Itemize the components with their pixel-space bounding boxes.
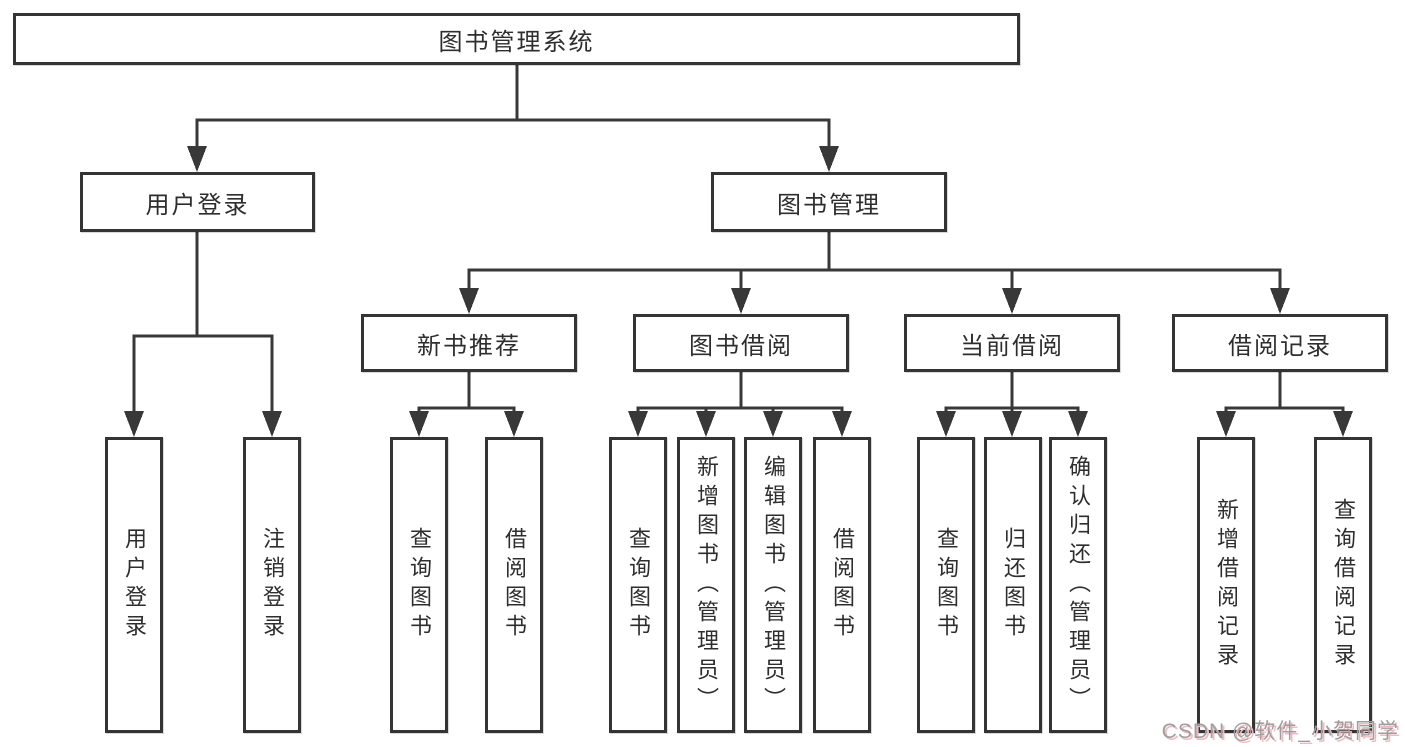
node-borrow-records: 借阅记录 <box>1172 314 1388 372</box>
node-book-management-label: 图书管理 <box>777 191 881 219</box>
node-new-book-recommend-label: 新书推荐 <box>417 332 521 360</box>
arrowhead <box>1002 288 1022 314</box>
arrowhead <box>819 146 839 172</box>
leaf-query-borrow-record: 查询借阅记录 <box>1314 437 1372 733</box>
leaf-return-books-label: 归还图书 <box>1001 527 1026 643</box>
arrowhead <box>1216 411 1236 437</box>
arrowhead <box>832 411 852 437</box>
leaf-edit-books-admin: 编辑图书（管理员） <box>744 437 802 733</box>
leaf-user-login: 用户登录 <box>105 437 163 733</box>
leaf-query-borrow-record-label: 查询借阅记录 <box>1331 498 1356 672</box>
arrowhead <box>262 411 282 437</box>
node-current-borrow: 当前借阅 <box>904 314 1120 372</box>
leaf-query-books-borrow: 查询图书 <box>609 437 667 733</box>
leaf-borrow-books-label: 借阅图书 <box>830 527 855 643</box>
arrowhead <box>628 411 648 437</box>
node-book-borrow: 图书借阅 <box>633 314 849 372</box>
arrowhead <box>1270 288 1290 314</box>
node-current-borrow-label: 当前借阅 <box>960 332 1064 360</box>
node-user-login-label: 用户登录 <box>145 191 250 219</box>
leaf-user-login-label: 用户登录 <box>122 527 147 643</box>
leaf-logout: 注销登录 <box>243 437 301 733</box>
leaf-borrow-books: 借阅图书 <box>813 437 871 733</box>
leaf-query-books-current: 查询图书 <box>917 437 975 733</box>
leaf-query-books-borrow-label: 查询图书 <box>626 527 651 643</box>
node-new-book-recommend: 新书推荐 <box>361 314 577 372</box>
arrowhead <box>763 411 783 437</box>
arrowhead <box>936 411 956 437</box>
arrowhead <box>731 288 751 314</box>
leaf-query-books-recommend-label: 查询图书 <box>407 527 432 643</box>
leaf-query-books-recommend: 查询图书 <box>390 437 448 733</box>
arrowhead <box>124 411 144 437</box>
arrowhead <box>504 411 524 437</box>
arrowhead <box>696 411 716 437</box>
node-root-label: 图书管理系统 <box>438 28 595 56</box>
leaf-confirm-return-admin: 确认归还（管理员） <box>1049 437 1107 733</box>
leaf-query-books-current-label: 查询图书 <box>934 527 959 643</box>
leaf-return-books: 归还图书 <box>984 437 1042 733</box>
arrowhead <box>1068 411 1088 437</box>
leaf-add-books-admin: 新增图书（管理员） <box>677 437 735 733</box>
leaf-confirm-return-admin-label: 确认归还（管理员） <box>1066 454 1091 716</box>
node-borrow-records-label: 借阅记录 <box>1228 332 1332 360</box>
leaf-add-borrow-record-label: 新增借阅记录 <box>1214 498 1239 672</box>
leaf-borrow-books-recommend: 借阅图书 <box>485 437 543 733</box>
leaf-add-borrow-record: 新增借阅记录 <box>1197 437 1255 733</box>
node-root: 图书管理系统 <box>13 13 1020 65</box>
arrowhead <box>1002 411 1022 437</box>
leaf-add-books-admin-label: 新增图书（管理员） <box>694 454 719 716</box>
node-book-management: 图书管理 <box>711 172 947 232</box>
node-book-borrow-label: 图书借阅 <box>689 332 793 360</box>
arrowhead <box>409 411 429 437</box>
leaf-edit-books-admin-label: 编辑图书（管理员） <box>761 454 786 716</box>
csdn-watermark: CSDN @软件_小贺同学 <box>1161 720 1399 743</box>
arrowhead <box>187 146 207 172</box>
leaf-borrow-books-recommend-label: 借阅图书 <box>502 527 527 643</box>
arrowhead <box>459 288 479 314</box>
leaf-logout-label: 注销登录 <box>260 527 285 643</box>
arrowhead <box>1333 411 1353 437</box>
node-user-login: 用户登录 <box>80 172 315 232</box>
